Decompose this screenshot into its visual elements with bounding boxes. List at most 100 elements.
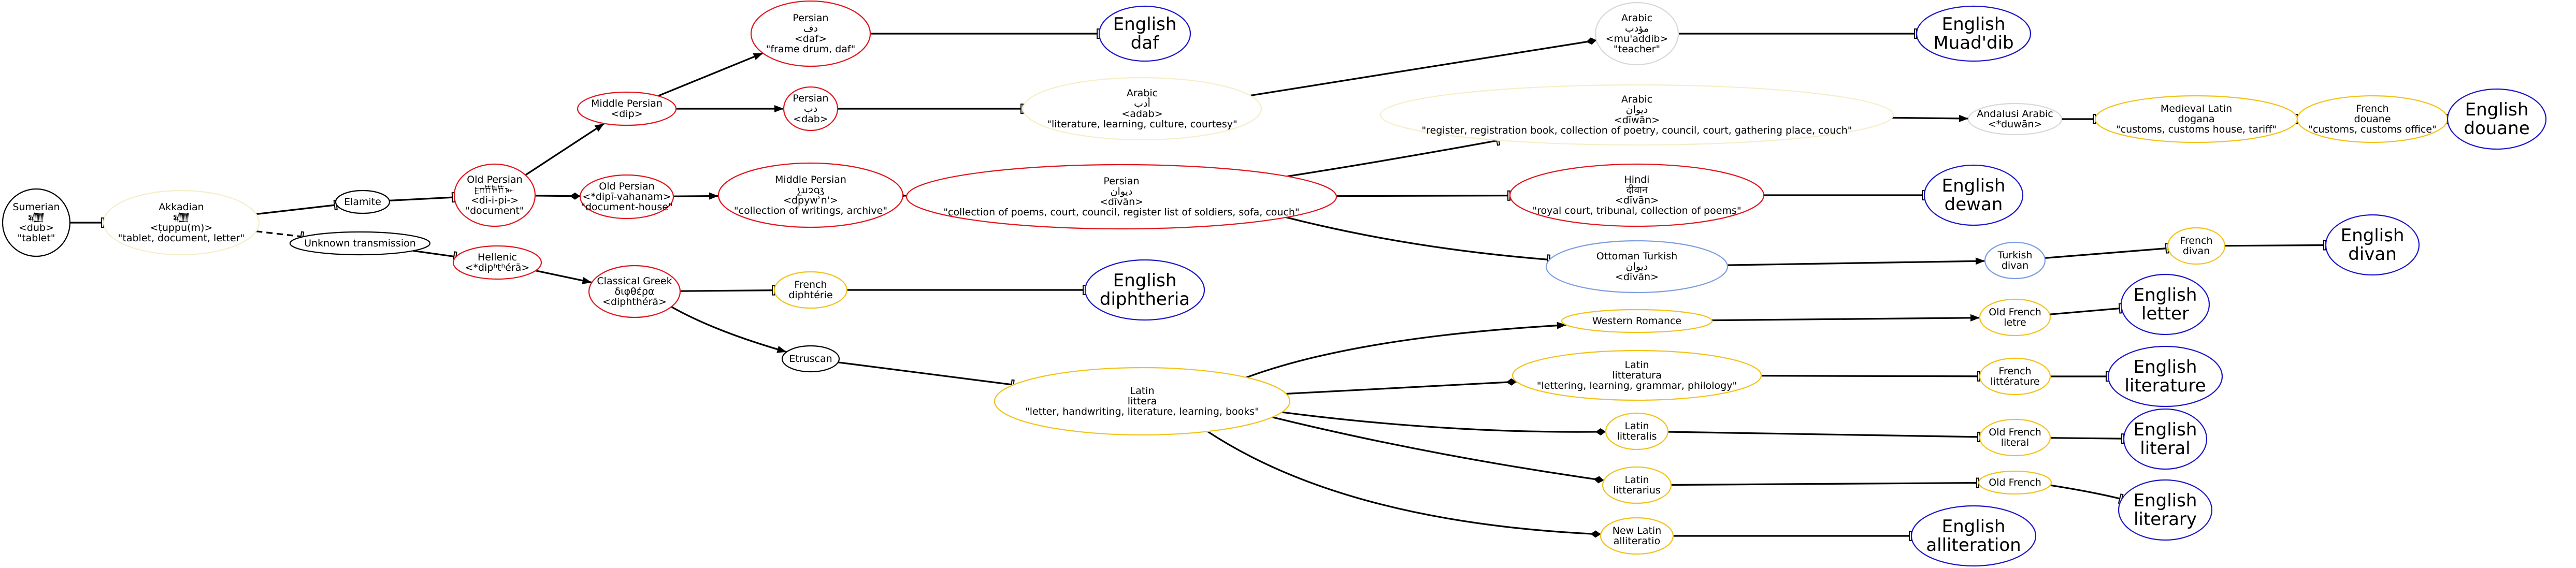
- node-etruscan: Etruscan: [781, 345, 840, 373]
- node-persian_divan-line-1: دیوان: [1111, 186, 1133, 197]
- node-oldpersian2-line-0: Old Persian: [599, 181, 654, 192]
- node-en_douane-line-0: English: [2465, 99, 2529, 120]
- node-persian_dab-line-1: دب: [804, 103, 817, 114]
- node-en_alliteration-line-1: alliteration: [1926, 535, 2021, 556]
- node-oldfrench_literal-shape: [1979, 418, 2051, 457]
- node-elamite-shape: [335, 190, 391, 214]
- edge-line: [2224, 244, 2326, 247]
- node-latin_litterarius-line-1: litterarius: [1613, 485, 1661, 496]
- edge-latin_litterarius-to-oldfrench: [1671, 477, 1980, 488]
- node-hellenic-line-1: <*dipʰtʰérā>: [465, 262, 530, 273]
- edge-line: [1282, 411, 1606, 433]
- edge-head-arrow: [1975, 257, 1985, 265]
- edge-french_diphterie-to-en_diphtheria: [847, 285, 1086, 295]
- edge-line: [1287, 139, 1499, 178]
- node-midpersian2-line-2: <dpywʾn'>: [783, 195, 838, 206]
- node-en_daf-shape: [1098, 5, 1191, 62]
- node-akkadian-line-1: 𒁾: [172, 212, 190, 223]
- node-latin_littera-line-0: Latin: [1130, 385, 1155, 397]
- node-persian_dab-line-0: Persian: [793, 93, 828, 104]
- edge-head-arrow: [753, 53, 763, 60]
- node-en_daf-line-1: daf: [1131, 33, 1159, 53]
- node-midpersian1: Middle Persian<dip>: [577, 91, 677, 126]
- node-medlatin-line-0: Medieval Latin: [2161, 103, 2232, 114]
- node-en_literary-shape: [2118, 479, 2213, 541]
- edge-sumerian-to-akkadian: [70, 217, 104, 228]
- node-french_diphterie-line-1: diphtérie: [788, 289, 832, 301]
- edge-line: [1711, 317, 1980, 322]
- node-ottoman-line-0: Ottoman Turkish: [1596, 251, 1678, 262]
- edge-line: [2050, 437, 2124, 440]
- node-elamite: Elamite: [335, 190, 391, 214]
- node-en_literal-line-0: English: [2134, 419, 2197, 440]
- edge-hindi-to-en_dewan: [1764, 190, 1925, 200]
- node-ottoman-line-2: <dīvān>: [1615, 271, 1659, 283]
- node-hindi-line-2: <dīvān>: [1615, 195, 1659, 206]
- edge-akkadian-to-elamite: [256, 199, 338, 215]
- edge-line: [389, 196, 455, 201]
- edge-line: [1272, 416, 1604, 482]
- node-latin_litteralis-line-0: Latin: [1625, 420, 1649, 432]
- node-newlatin-line-0: New Latin: [1613, 525, 1661, 536]
- node-en_dewan-shape: [1923, 164, 2024, 226]
- edge-line: [1286, 381, 1517, 395]
- node-arabic_muaddib-line-3: "teacher": [1614, 43, 1660, 55]
- node-ottoman-line-1: دیوان: [1626, 261, 1648, 272]
- node-midpersian2: Middle Persian𐭣𐭯𐭥𐭠𐭭<dpywʾn'>"collection …: [717, 162, 904, 228]
- edge-head-diamond: [1593, 476, 1604, 484]
- edge-head-arrow: [1959, 114, 1968, 122]
- node-en_diphtheria-line-0: English: [1113, 270, 1177, 291]
- edge-line: [657, 52, 764, 97]
- node-andalusi-shape: [1967, 103, 2063, 136]
- node-hellenic: Hellenic<*dipʰtʰérā>: [452, 245, 542, 280]
- edge-latin_littera-to-latin_litterarius: [1272, 416, 1604, 484]
- node-latin_litteralis-line-1: litteralis: [1617, 431, 1657, 442]
- node-persian_daf-line-0: Persian: [793, 12, 828, 24]
- edge-head-arrow: [594, 123, 605, 132]
- node-oldfrench-line-0: Old French: [1989, 477, 2041, 488]
- node-elamite-line-0: Elamite: [344, 196, 381, 208]
- node-midpersian1-line-0: Middle Persian: [591, 98, 663, 109]
- node-en_muaddib-shape: [1916, 5, 2032, 62]
- node-en_daf-line-0: English: [1113, 14, 1177, 35]
- edge-persian_divan-to-hindi: [1336, 190, 1511, 201]
- node-latin_litteratura-line-2: "lettering, learning, grammar, philology…: [1537, 380, 1737, 391]
- node-hellenic-line-0: Hellenic: [478, 252, 517, 263]
- node-en_divan-line-1: divan: [2348, 244, 2397, 265]
- node-arabic_diwan-line-1: ديوان: [1626, 104, 1648, 115]
- node-oldpersian2-line-1: <*dipī-vahanam>: [582, 191, 671, 202]
- edge-arabic_muaddib-to-en_muaddib: [1678, 28, 1917, 39]
- node-medlatin-line-2: "customs, customs house, tariff": [2116, 124, 2277, 135]
- edge-line: [680, 289, 775, 292]
- node-etruscan-shape: [781, 345, 840, 373]
- edge-ottoman-to-turkish: [1727, 257, 1985, 266]
- edge-line: [1667, 431, 1980, 438]
- edge-french_divan-to-en_divan: [2224, 240, 2327, 251]
- node-latin_litteratura-line-1: litteratura: [1612, 370, 1662, 381]
- edge-head-arrow: [774, 105, 784, 112]
- edge-classicalgreek-to-french_diphterie: [680, 285, 775, 296]
- edge-line: [256, 230, 304, 238]
- node-en_muaddib-line-0: English: [1942, 14, 2006, 35]
- edge-line: [1250, 39, 1597, 97]
- node-oldfrench_letre-line-1: letre: [2004, 317, 2026, 328]
- node-en_alliteration-shape: [1910, 505, 2037, 567]
- node-akkadian-shape: [103, 190, 260, 256]
- edge-persian_dab-to-arabic_adab: [838, 104, 1024, 114]
- node-arabic_diwan-line-0: Arabic: [1621, 94, 1652, 105]
- node-persian_divan-line-2: <dīvān>: [1100, 196, 1143, 208]
- node-en_literature-line-0: English: [2134, 357, 2197, 377]
